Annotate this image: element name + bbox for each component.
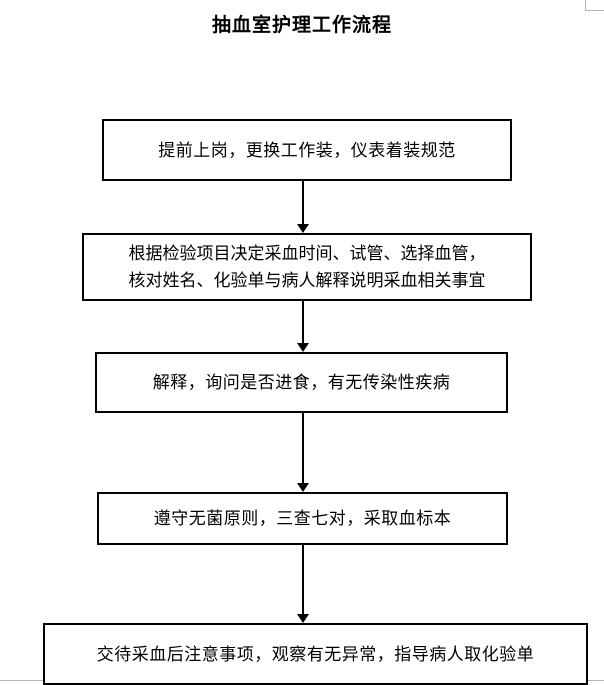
grid-line-top-right-vertical [585,0,586,11]
connector-shaft [302,545,304,614]
flow-step-1-label: 提前上岗，更换工作装，仪表着装规范 [158,140,456,160]
flow-step-2-label: 根据检验项目决定采血时间、试管、选择血管， 核对姓名、化验单与病人解释说明采血相… [128,244,486,290]
arrow-head-icon [297,483,309,492]
arrow-head-icon [297,343,309,352]
connector-shaft [302,181,304,224]
flow-step-2[interactable]: 根据检验项目决定采血时间、试管、选择血管， 核对姓名、化验单与病人解释说明采血相… [82,233,532,301]
arrow-head-icon [297,614,309,623]
flow-step-1[interactable]: 提前上岗，更换工作装，仪表着装规范 [102,119,512,181]
flow-step-3-label: 解释，询问是否进食，有无传染性疾病 [152,373,451,392]
flow-step-4[interactable]: 遵守无菌原则，三查七对，采取血标本 [97,492,508,545]
flow-step-3[interactable]: 解释，询问是否进食，有无传染性疾病 [95,352,508,413]
flow-step-5-label: 交待采血后注意事项，观察有无异常，指导病人取化验单 [96,644,535,664]
flow-step-5[interactable]: 交待采血后注意事项，观察有无异常，指导病人取化验单 [43,623,588,685]
flow-step-4-label: 遵守无菌原则，三查七对，采取血标本 [153,509,452,528]
connector-shaft [302,413,304,483]
connector-shaft [302,301,304,343]
page-title: 抽血室护理工作流程 [211,15,392,36]
arrow-head-icon [297,224,309,233]
grid-line-top-right-horizontal [586,10,604,11]
